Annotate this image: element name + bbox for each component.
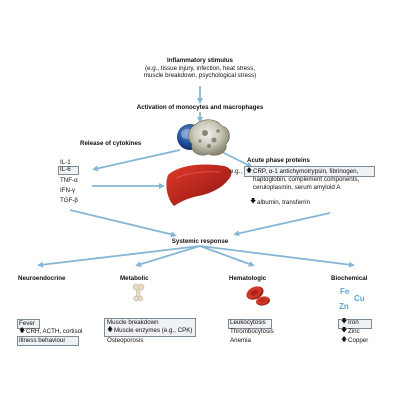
hematologic-line3: Anemia (230, 337, 251, 344)
fever-label: Fever (19, 319, 35, 327)
systemic-branch-mid-left (135, 245, 201, 267)
illness-behaviour-label: Illness behaviour (19, 336, 66, 344)
down-arrow-icon: 🡇 (250, 199, 257, 205)
up-arrow-icon: 🡅 (246, 168, 253, 174)
cytokines-title: Release of cytokines (80, 140, 142, 147)
arrow-cytokines-to-systemic (69, 209, 177, 238)
stimulus-title: Inflammatory stimulus (166, 57, 233, 64)
metabolic-line3: Osteoporosis (107, 337, 144, 344)
systemic-branch-mid-right (199, 245, 255, 267)
hematologic-title: Hematologic (229, 275, 267, 282)
cytokine-il1: IL-1 (60, 159, 71, 166)
stimulus-examples-line2: muscle breakdown, psychological stress) (143, 71, 257, 79)
cytokine-il6: IL-6 (60, 166, 71, 173)
metabolic-box (104, 318, 196, 337)
up-arrow-icon: 🡅 (19, 327, 26, 334)
liver-image (166, 164, 232, 206)
macrophage-cell-image (188, 119, 230, 156)
acute-phase-line1: CRP, α-1 antichymotrypsin, fibrinogen, (253, 168, 359, 175)
acute-phase-up-box (244, 166, 375, 177)
neuroendocrine-hormones: CRH, ACTH, cortisol (26, 327, 83, 335)
systemic-branch-left (37, 245, 201, 268)
metabolic-line1: Muscle breakdown (107, 319, 159, 326)
cytokine-ifn: IFN-γ (60, 187, 76, 194)
iron-label: Iron (348, 319, 359, 326)
cytokine-tnf: TNF-α (60, 177, 78, 184)
metabolic-line2: Muscle enzymes (e.g., CPK) (114, 327, 193, 334)
zinc-label: Zinc (348, 328, 360, 335)
hematologic-line2: Thrombocytosis (230, 328, 274, 335)
illness-behaviour-box (17, 336, 79, 346)
activation-label: Activation of monocytes and macrophages (136, 104, 264, 111)
stimulus-examples-line1: (e.g., tissue injury, infection, heat st… (145, 64, 255, 72)
iron-box (338, 318, 372, 329)
up-arrow-icon: 🡅 (341, 337, 348, 343)
systemic-response-label: Systemic response (171, 238, 229, 245)
up-arrow-icon: 🡅 (107, 327, 114, 333)
systemic-branch-right (199, 245, 355, 268)
red-blood-cells-icon (246, 286, 270, 306)
cytokine-tgf: TGF-β (60, 197, 78, 204)
down-arrow-icon: 🡇 (341, 328, 348, 334)
copper-label: Copper (348, 337, 369, 344)
arrow-acute-phase-to-systemic (233, 212, 331, 237)
metabolic-title: Metabolic (120, 275, 149, 282)
neuroendocrine-title: Neuroendocrine (18, 275, 66, 282)
acute-phase-line3: ceruloplasmin, serum amyloid A (253, 184, 341, 191)
iron-symbol: Fe (340, 287, 350, 296)
bone-icon (132, 283, 145, 302)
leukocytosis-box (228, 318, 272, 329)
arrow-cells-to-cytokines (92, 149, 181, 172)
copper-symbol: Cu (354, 294, 365, 303)
acute-phase-title: Acute phase proteins (247, 157, 310, 164)
biochemical-title: Biochemical (331, 275, 368, 282)
arrow-cells-to-acute-phase (217, 149, 253, 168)
acute-phase-prefix: e.g., (230, 168, 243, 175)
acute-phase-line2: haptoglobin, complement components, (253, 176, 360, 183)
cytokine-il6-box (58, 165, 79, 175)
fever-box (17, 319, 40, 329)
zinc-symbol: Zn (339, 302, 349, 311)
down-arrow-icon: 🡇 (341, 319, 348, 325)
hematologic-line1: Leukocytosis (230, 319, 266, 326)
acute-phase-down-text: albumin, transferrin (257, 199, 310, 206)
